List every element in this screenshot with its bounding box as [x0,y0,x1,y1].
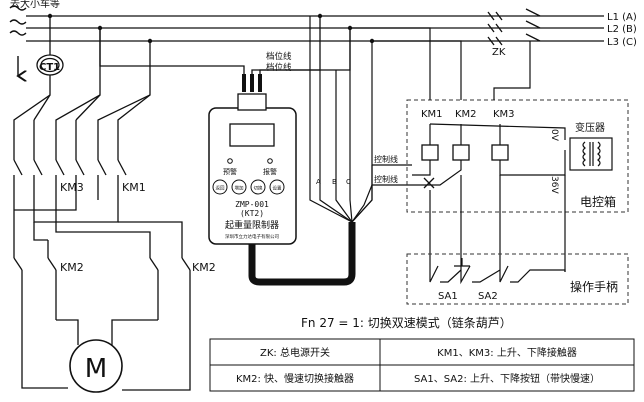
km2-contact-label-right: KM2 [192,261,216,274]
sa2-label: SA2 [478,291,498,302]
main-switch-label: ZK [492,47,506,58]
control-box-wiring [350,27,566,272]
controller-model-sub: (KT2) [240,209,264,218]
legend-table [209,338,635,392]
phase-l2: L2 (B) [607,24,637,35]
control-wires [372,164,412,186]
wire-label-c: C [346,178,351,186]
controller-name: 起重量限制器 [225,219,279,231]
operation-handle-label: 操作手柄 [570,279,618,294]
control-box [406,99,629,213]
btn-setting-label: 设置 [273,185,282,192]
wire-label-a: A [316,178,321,186]
motor-icon: M [69,339,123,393]
mode-caption: Fn 27 = 1: 切换双速模式（链条葫芦） [301,315,512,330]
km3-contact-label: KM3 [60,181,84,194]
phase-l1: L1 (A) [607,12,637,23]
gear-wire-label-1: 档位线 [266,51,292,62]
return-button [212,179,228,195]
switch-button [250,179,266,195]
gear-wires [99,16,351,74]
legend-cell-2-1: KM2: 快、慢速切换接触器 [236,372,354,385]
btn-switch-label: 切换 [254,185,263,192]
km1-contact-label: KM1 [122,181,146,194]
coil-km2 [452,144,470,161]
volt-0-label: 0V [549,129,559,142]
wire-label-b: B [332,178,337,186]
warning-led-icon [227,158,233,164]
top-label: 去大小车等 [10,0,60,10]
motor-label: M [85,354,107,384]
legend-cell-1-2: KM1、KM3: 上升、下降接触器 [437,346,577,359]
legend-cell-2-2: SA1、SA2: 上升、下降按钮（带快慢速） [414,372,600,385]
controller-model: ZMP-001 [235,200,269,209]
gear-wire-label-2: 档位线 [266,62,292,73]
phase-l3: L3 (C) [607,37,637,48]
coil-label-km3: KM3 [493,109,515,120]
btn-increase-label: 增加 [235,185,244,192]
alarm-led-icon [267,158,273,164]
handle-buttons [429,258,566,285]
transformer-icon [569,137,613,171]
controller-display [229,123,275,147]
controller-maker: 深圳市立力达电子有限公司 [225,233,279,240]
coil-km1 [421,144,439,161]
indicator-alarm: 报警 [263,167,277,176]
btn-return-label: 返回 [216,185,225,192]
indicator-warning: 预警 [223,167,237,176]
controller-cable [248,222,356,286]
interlock-cross-icon [423,177,435,189]
legend-cell-1-1: ZK: 总电源开关 [260,346,330,359]
power-lines [9,5,604,46]
fan-wires [309,16,373,223]
sa1-label: SA1 [438,291,458,302]
coil-label-km2: KM2 [455,109,477,120]
ct1-label: CT1 [39,62,60,73]
controller-device [208,74,297,245]
transformer-label: 变压器 [575,121,605,134]
main-wiring [13,28,191,391]
control-box-label: 电控箱 [580,194,616,209]
coil-label-km1: KM1 [421,109,443,120]
setting-button [269,179,285,195]
volt-36-label: 36V [549,176,559,194]
ct1-transformer [36,16,64,76]
coil-km3 [491,144,509,161]
control-wire-label-1: 控制线 [374,154,398,164]
km2-contact-label-left: KM2 [60,261,84,274]
operation-handle-box [406,253,629,305]
coils [421,144,509,161]
increase-button [231,179,247,195]
control-wire-label-2: 控制线 [374,174,398,184]
